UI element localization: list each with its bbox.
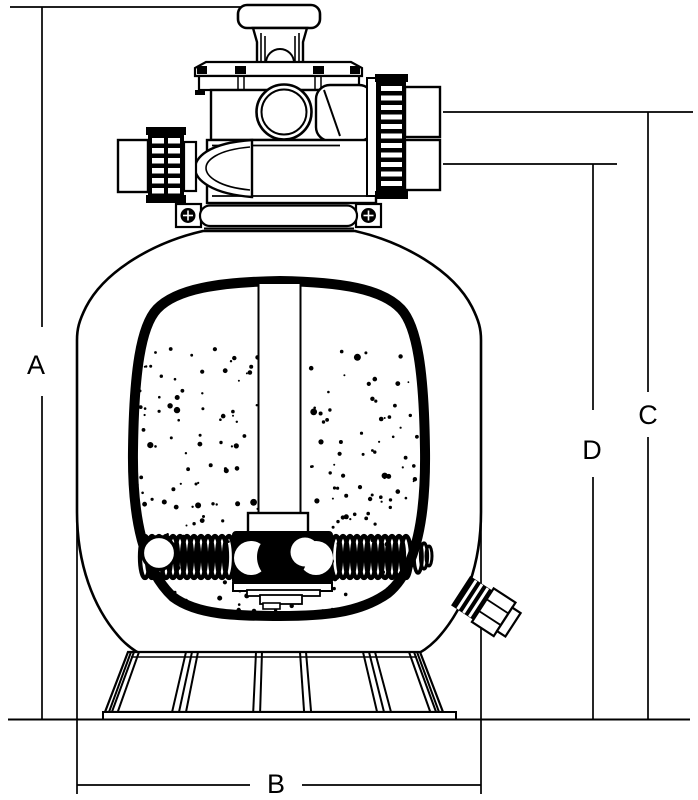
- right-lateral-arm: [328, 533, 434, 581]
- valve-handle: [236, 3, 322, 65]
- dim-label-a: A: [27, 350, 45, 380]
- sight-glass-inner: [260, 88, 308, 136]
- right-union-side-face: [366, 77, 378, 197]
- lateral-hub: [232, 511, 333, 610]
- left-union-tail: [182, 140, 198, 193]
- base-ribs: [108, 651, 440, 713]
- standpipe-collar: [246, 511, 310, 535]
- valve-top-plate: [193, 60, 364, 78]
- dimension-lines: [8, 6, 693, 794]
- hub-port-opening: [290, 537, 320, 567]
- right-upper-pipe-stub: [403, 85, 442, 139]
- tank-clamp: [174, 202, 383, 229]
- dim-label-d: D: [582, 435, 602, 465]
- right-union-nut: [375, 74, 408, 199]
- standpipe: [257, 284, 302, 516]
- clamp-band: [198, 204, 359, 228]
- dim-label-b: B: [267, 769, 285, 799]
- handle-dome: [265, 48, 295, 64]
- left-lateral-end-cap: [140, 534, 178, 572]
- base-plate: [102, 711, 457, 721]
- clamp-screw-right: [361, 208, 376, 223]
- right-lower-pipe-stub: [403, 138, 442, 192]
- clamp-screw-left: [180, 208, 196, 223]
- base-skirt: [103, 650, 445, 714]
- tank-base-stand: [102, 650, 457, 721]
- handle-grip: [236, 3, 322, 30]
- dim-label-c: C: [638, 400, 658, 430]
- left-union-nut: [146, 127, 186, 203]
- drain-plug: [451, 576, 523, 639]
- left-pipe-stub: [116, 138, 150, 194]
- multiport-valve: [116, 3, 442, 229]
